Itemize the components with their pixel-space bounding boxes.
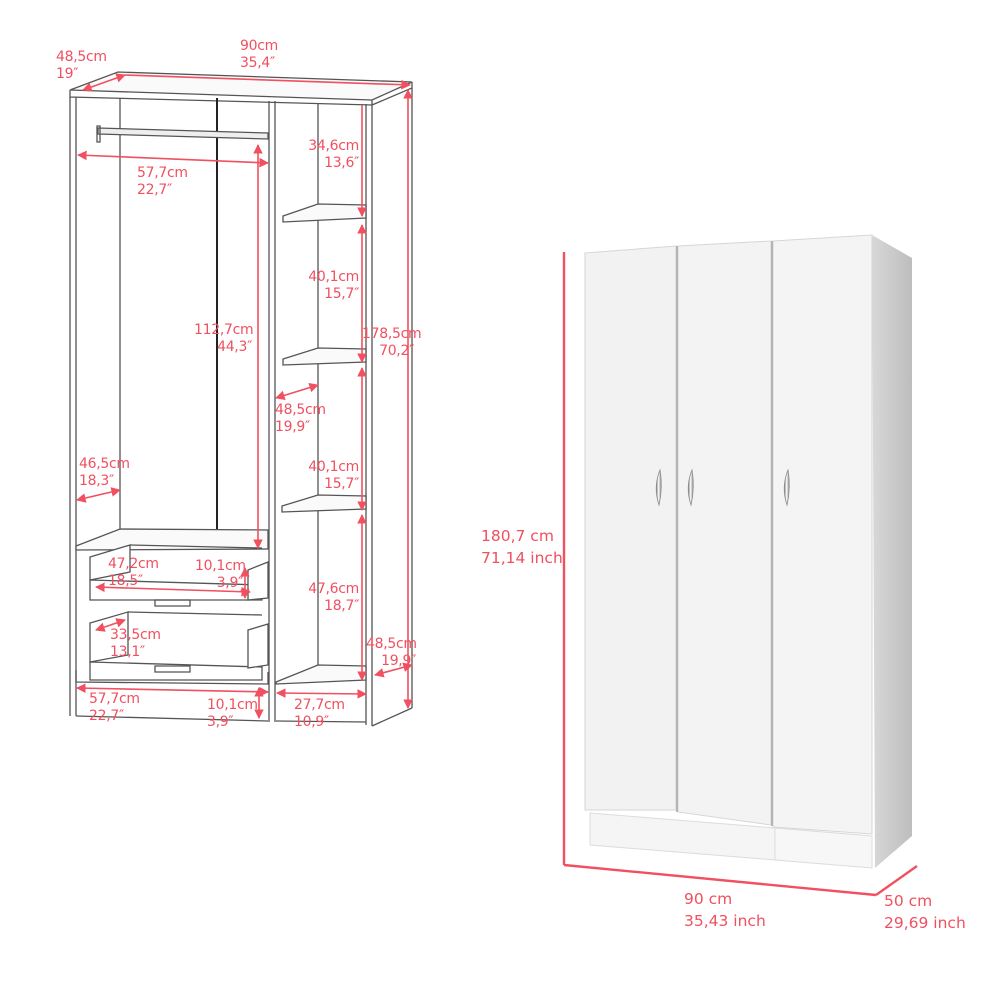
shelf-gap-1-label: 40,1cm15,7″ (308, 269, 359, 302)
render-height-label: 180,7 cm71,14 inch (481, 527, 563, 567)
render-depth-label: 50 cm29,69 inch (884, 892, 966, 932)
shelf-top-gap-label: 34,6cm13,6″ (308, 138, 359, 171)
bottom-shelf-gap-label: 47,6cm18,7″ (308, 581, 359, 614)
base-width-right-label: 27,7cm10,9″ (294, 697, 345, 730)
overall-width-label: 90cm35,4″ (240, 38, 278, 71)
overall-depth-label: 48,5cm19″ (56, 49, 107, 82)
hanging-height-label: 112,7cm44,3″ (194, 322, 254, 355)
drawer-depth-label: 33,5cm13,1″ (110, 627, 161, 660)
shelf-depth-label: 48,5cm19,9″ (275, 402, 326, 435)
drawer-width-label: 47,2cm18,5″ (108, 556, 159, 589)
overall-height-label: 178,5cm70,2″ (362, 326, 422, 359)
shelf-gap-2-label: 40,1cm15,7″ (308, 459, 359, 492)
drawer-height-top-label: 10,1cm3,9″ (195, 558, 246, 591)
hanging-width-label: 57,7cm22,7″ (137, 165, 188, 198)
drawer-height-bottom-label: 10,1cm3,9″ (207, 697, 258, 730)
side-depth-label: 48,5cm19,9″ (366, 636, 417, 669)
render-width-label: 90 cm35,43 inch (684, 890, 766, 930)
interior-depth-label: 46,5cm18,3″ (79, 456, 130, 489)
base-width-left-label: 57,7cm22,7″ (89, 691, 140, 724)
